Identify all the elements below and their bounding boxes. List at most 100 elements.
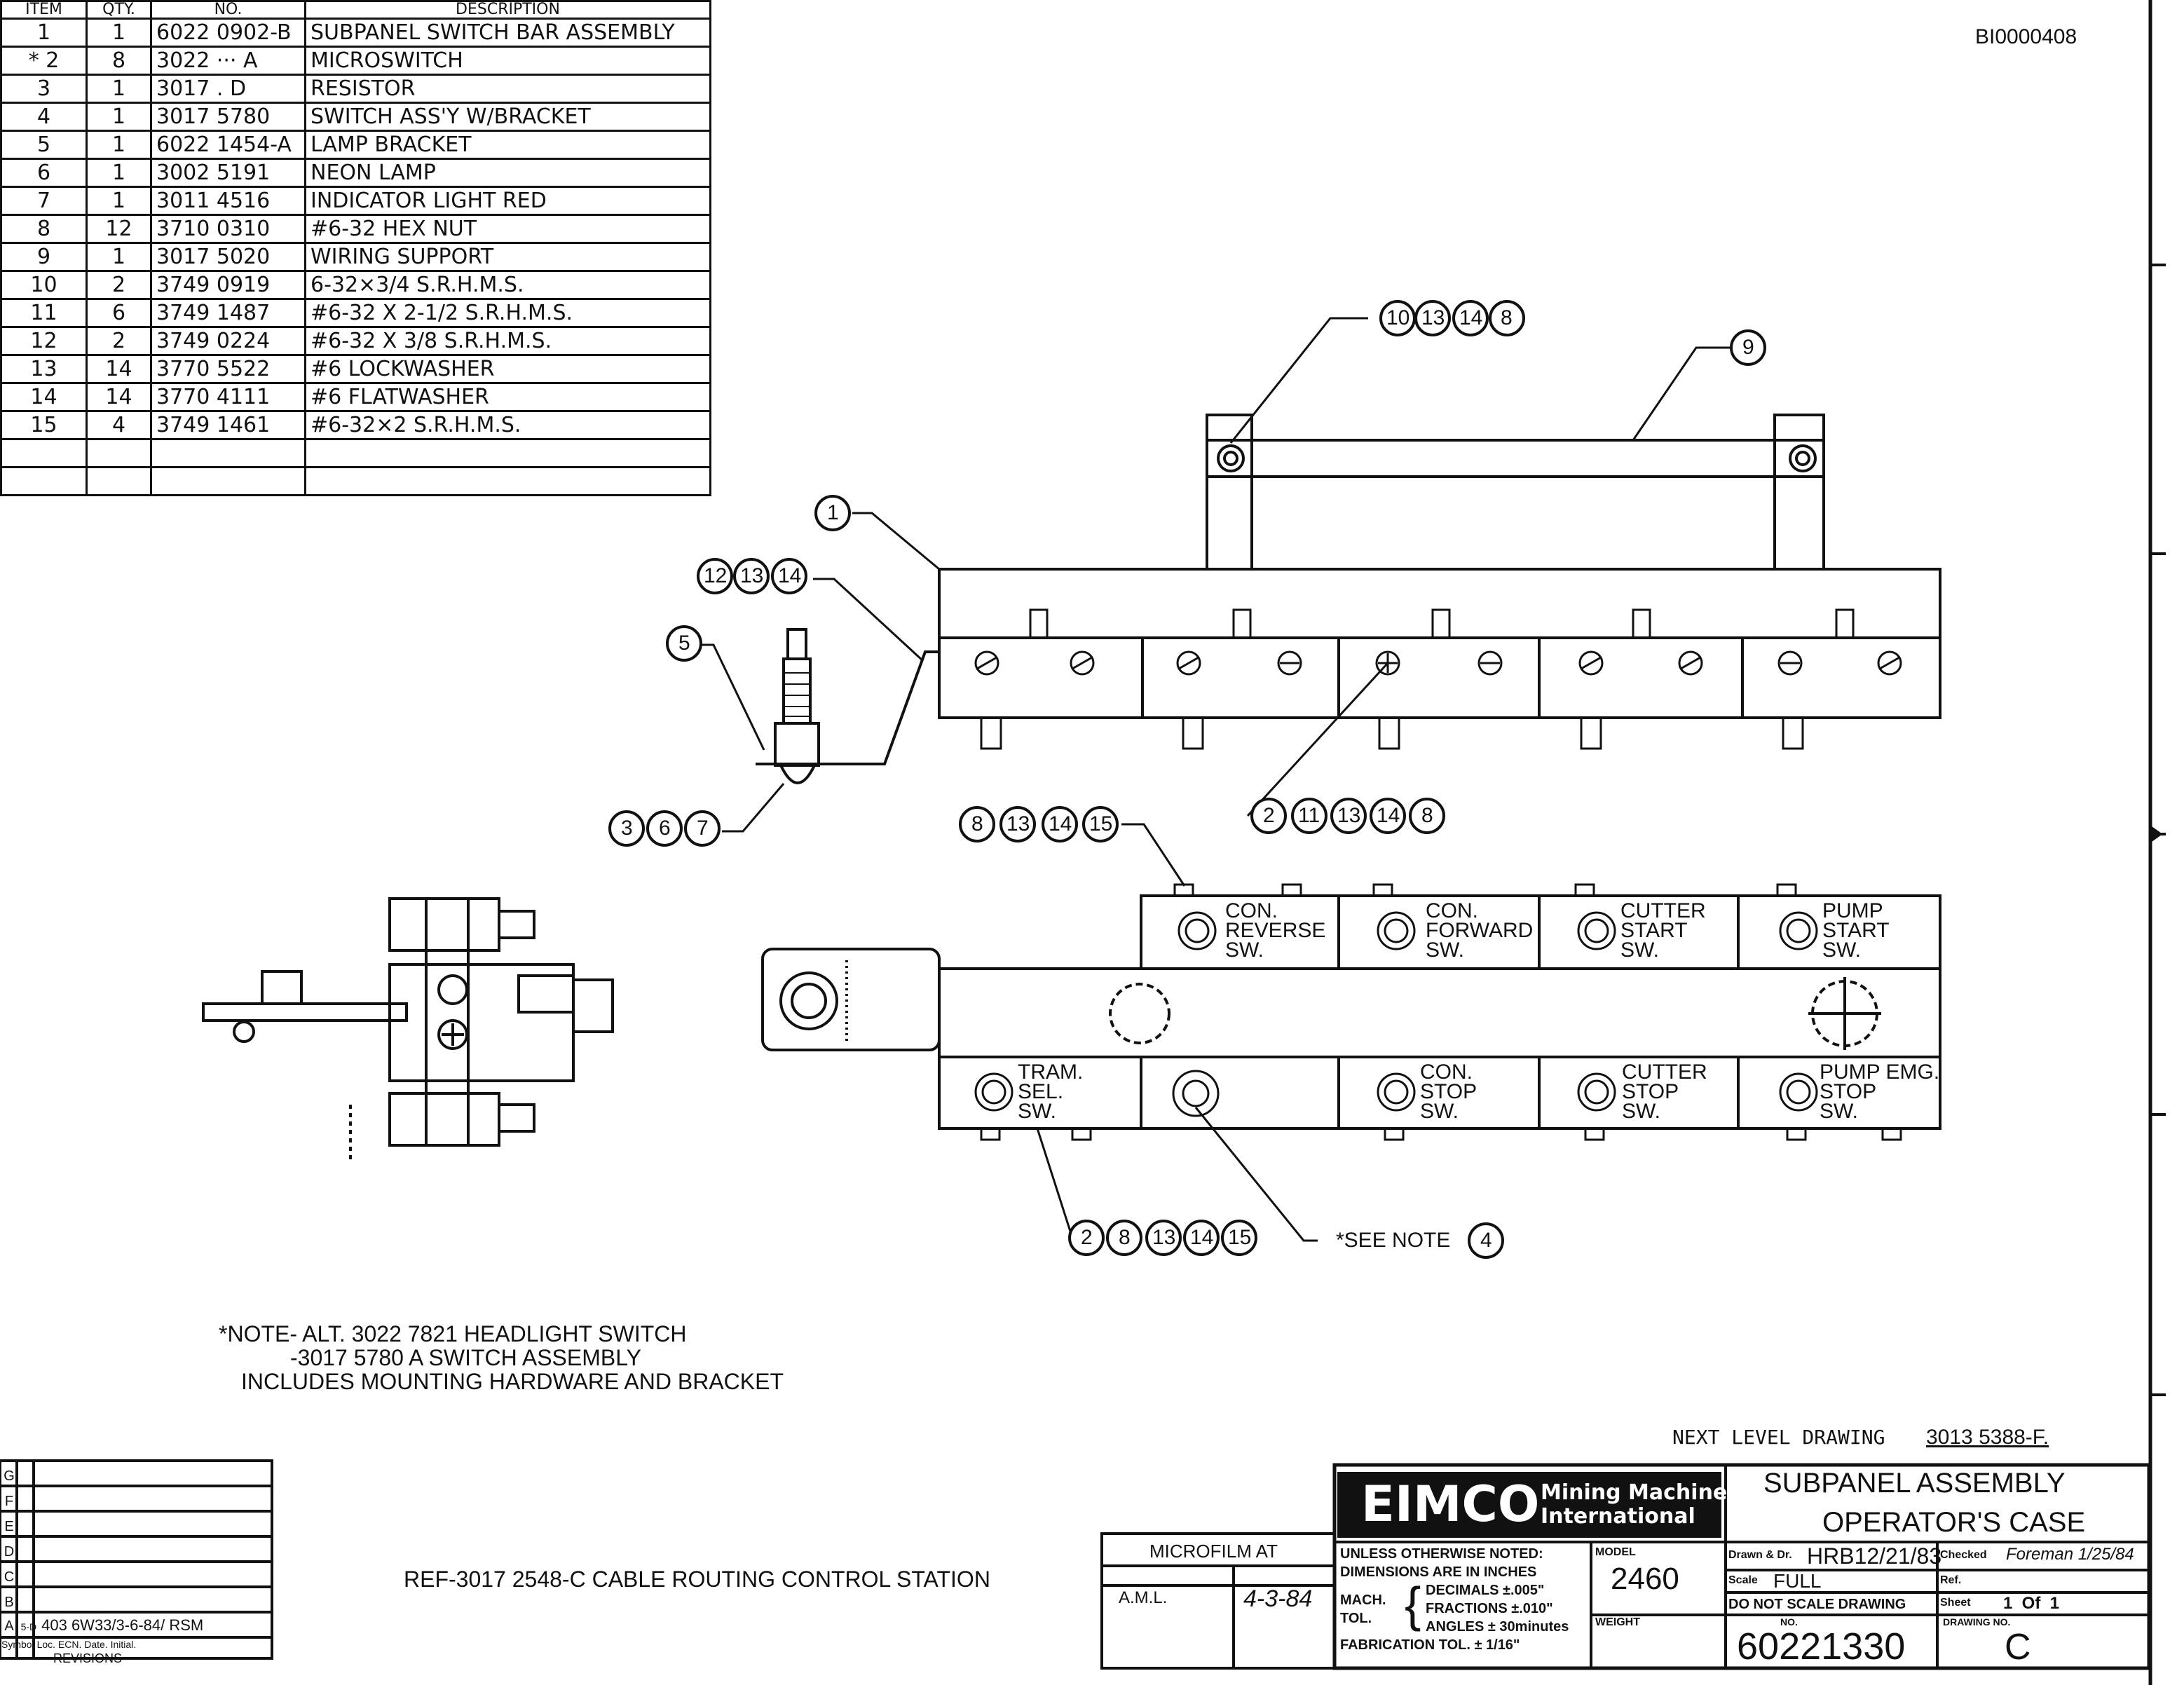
bom-row-empty bbox=[0, 438, 711, 468]
bom-part-no: 3749 0919 bbox=[150, 270, 306, 300]
bom-part-no: 3770 5522 bbox=[150, 354, 306, 384]
tolerance-line: FABRICATION TOL. ± 1/16" bbox=[1340, 1637, 1520, 1653]
bom-description: WIRING SUPPORT bbox=[304, 242, 711, 272]
bom-qty: 14 bbox=[86, 354, 152, 384]
switch-label-line: CUTTER bbox=[1622, 1060, 1707, 1084]
callout-text-15: 15 bbox=[1089, 812, 1113, 835]
bom-item: 11 bbox=[0, 298, 88, 328]
callout-text-13: 13 bbox=[1006, 812, 1030, 835]
bom-item: 12 bbox=[0, 326, 88, 356]
switch-label-line: STOP bbox=[1420, 1080, 1477, 1103]
tolerance-line: DECIMALS ±.005" bbox=[1426, 1583, 1545, 1598]
drawing-size-label: DRAWING NO. bbox=[1943, 1616, 2011, 1628]
callout-text-13: 13 bbox=[1421, 306, 1445, 329]
revision-letter: C bbox=[4, 1569, 15, 1585]
bom-description: INDICATOR LIGHT RED bbox=[304, 186, 711, 216]
lower-switch-panel bbox=[761, 883, 1941, 1141]
callout-text-7: 7 bbox=[697, 817, 709, 840]
switch-label-line: STOP bbox=[1622, 1080, 1679, 1103]
bom-qty: 1 bbox=[86, 158, 152, 188]
bom-header-qty: QTY. bbox=[86, 0, 152, 20]
bom-part-no: 3749 1461 bbox=[150, 410, 306, 440]
switch-label-con-reverse: CON. REVERSE SW. bbox=[1225, 901, 1325, 961]
bom-item: 7 bbox=[0, 186, 88, 216]
bom-item: 15 bbox=[0, 410, 88, 440]
callout-text-8: 8 bbox=[1501, 306, 1513, 329]
bom-qty: 14 bbox=[86, 382, 152, 412]
callout-text-13: 13 bbox=[740, 564, 764, 587]
callout-balloons-10-13-14-8 bbox=[1379, 300, 1525, 336]
company-name: EIMCO bbox=[1361, 1475, 1540, 1533]
revision-location: 5-D bbox=[20, 1621, 37, 1632]
callout-text-14: 14 bbox=[1459, 306, 1483, 329]
callout-text-2: 2 bbox=[1263, 804, 1275, 827]
drawn-value: HRB12/21/83 bbox=[1807, 1543, 1942, 1569]
switch-label-line: SW. bbox=[1820, 1100, 1859, 1123]
microfilm-title: MICROFILM AT bbox=[1149, 1541, 1278, 1562]
switch-label-line: START bbox=[1620, 919, 1688, 942]
callout-text-2: 2 bbox=[1081, 1226, 1093, 1249]
bom-part-no: 3749 1487 bbox=[150, 298, 306, 328]
drawing-number-label: NO. bbox=[1780, 1616, 1798, 1628]
checked-label: Checked bbox=[1940, 1549, 1987, 1561]
scale-value: FULL bbox=[1773, 1570, 1822, 1592]
callout-text-8: 8 bbox=[971, 812, 983, 835]
bom-description: #6 LOCKWASHER bbox=[304, 354, 711, 384]
bom-description: RESISTOR bbox=[304, 74, 711, 104]
drawing-size-value: C bbox=[2005, 1627, 2031, 1667]
revision-legend: Symbol Loc. ECN. Date. Initial. bbox=[1, 1639, 137, 1650]
callout-text-11: 11 bbox=[1298, 804, 1320, 827]
checked-value: Foreman 1/25/84 bbox=[2006, 1545, 2134, 1564]
switch-label-line: STOP bbox=[1820, 1080, 1877, 1103]
tolerance-line: UNLESS OTHERWISE NOTED: bbox=[1340, 1546, 1543, 1562]
bom-item: 14 bbox=[0, 382, 88, 412]
bom-part-no: 6022 0902-B bbox=[150, 18, 306, 48]
switch-label-line: CUTTER bbox=[1620, 899, 1706, 922]
revision-letters: G F E D C B bbox=[1, 1464, 17, 1615]
bom-row-empty bbox=[0, 466, 711, 496]
bom-part-no: 3017 5780 bbox=[150, 102, 306, 132]
callout-text-9: 9 bbox=[1742, 336, 1754, 359]
tolerance-line: TOL. bbox=[1340, 1611, 1372, 1626]
do-not-scale-drawing: DO NOT SCALE DRAWING bbox=[1728, 1597, 1906, 1612]
switch-label-cutter-start: CUTTER START SW. bbox=[1620, 899, 1706, 961]
callout-text-13: 13 bbox=[1152, 1226, 1176, 1249]
bom-qty: 6 bbox=[86, 298, 152, 328]
callout-balloons-3-6-7 bbox=[608, 810, 721, 847]
switch-label-line: START bbox=[1822, 919, 1890, 942]
bom-header-item: ITEM bbox=[0, 0, 88, 20]
scale-label: Scale bbox=[1728, 1574, 1758, 1586]
callout-balloons-8-13-14-15 bbox=[959, 806, 1119, 842]
document-id: BI0000408 bbox=[1975, 25, 2077, 48]
callout-text-14: 14 bbox=[1377, 804, 1400, 827]
callout-text-15: 15 bbox=[1228, 1226, 1252, 1249]
drawn-label: Drawn & Dr. bbox=[1728, 1549, 1792, 1561]
tolerance-line: DIMENSIONS ARE IN INCHES bbox=[1340, 1564, 1537, 1580]
ref-label: Ref. bbox=[1940, 1574, 1962, 1586]
revision-letter: D bbox=[4, 1544, 15, 1560]
switch-label-line: SW. bbox=[1018, 1100, 1057, 1123]
bom-part-no: 3002 5191 bbox=[150, 158, 306, 188]
revision-letter: F bbox=[4, 1494, 14, 1509]
callout-text-10: 10 bbox=[1386, 306, 1410, 329]
switch-label-pump-emg-stop: PUMP EMG. STOP SW. bbox=[1820, 1060, 1940, 1123]
drawing-number: 60221330 bbox=[1737, 1625, 1906, 1667]
microfilm-aml-value: 4-3-84 bbox=[1243, 1585, 1313, 1612]
switch-label-tram-sel: TRAM. SEL. SW. bbox=[1018, 1062, 1083, 1123]
bom-item: 6 bbox=[0, 158, 88, 188]
switch-label-con-forward: CON. FORWARD SW. bbox=[1426, 901, 1533, 961]
bom-description: LAMP BRACKET bbox=[304, 130, 711, 160]
switch-label-line: PUMP EMG. bbox=[1820, 1060, 1940, 1084]
switch-label-con-stop: CON. STOP SW. bbox=[1420, 1062, 1477, 1122]
